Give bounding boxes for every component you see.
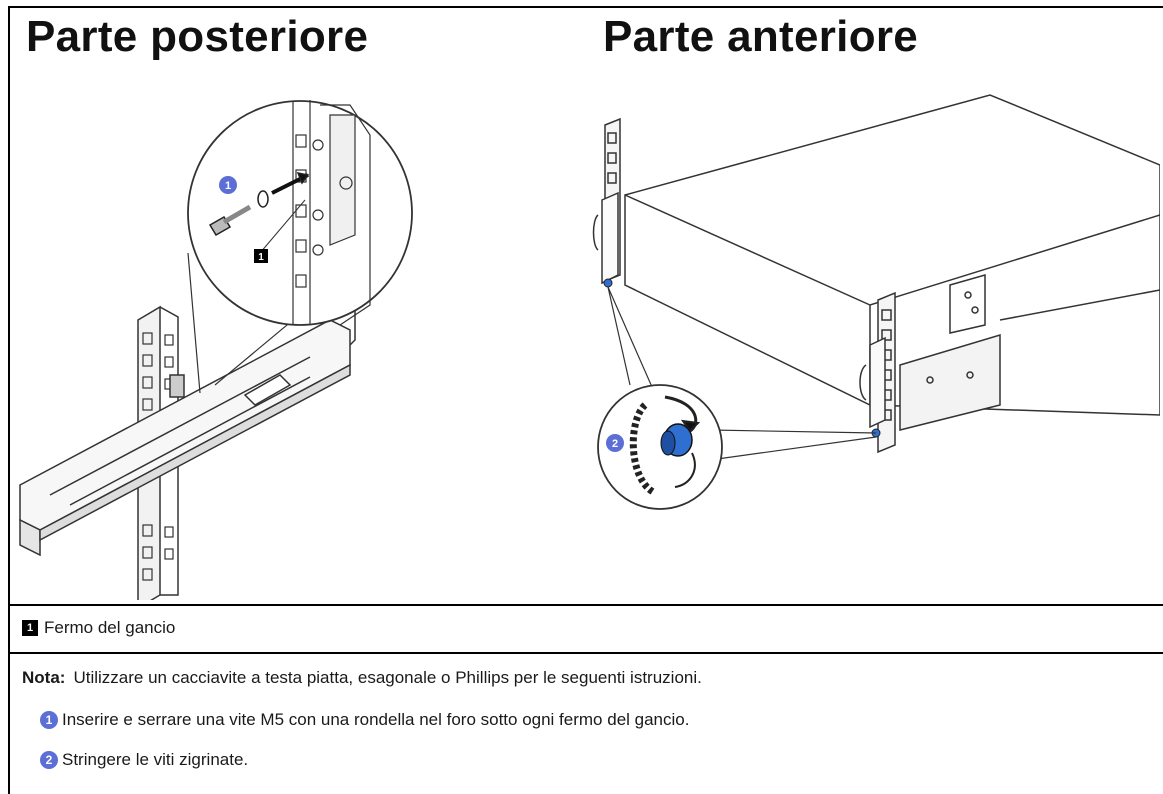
step-2-text: Stringere le viti zigrinate. (62, 750, 249, 769)
step1-marker-number: 1 (225, 180, 231, 192)
step2-marker-number: 2 (612, 438, 618, 450)
step-1-badge: 1 (40, 711, 58, 729)
step-2: 2 Stringere le viti zigrinate. (40, 750, 248, 770)
legend-item: 1 Fermo del gancio (22, 618, 175, 638)
rear-heading: Parte posteriore (26, 12, 369, 61)
rear-screw-assembly (208, 171, 310, 237)
legend-callout-box: 1 (22, 620, 38, 636)
step-1-text: Inserire e serrare una vite M5 con una r… (62, 710, 690, 729)
step-2-badge: 2 (40, 751, 58, 769)
step1-marker-rear (219, 176, 237, 194)
rear-zoom-detail (292, 100, 371, 326)
front-heading: Parte anteriore (603, 12, 919, 61)
hook-callout-box (254, 249, 268, 263)
note-text: Utilizzare un cacciavite a testa piatta,… (73, 668, 702, 687)
front-left-rack-post (592, 117, 621, 285)
front-right-rack-post (859, 291, 896, 454)
rear-slide-rail (19, 308, 356, 557)
server-chassis (624, 94, 1160, 416)
step2-marker-front (606, 434, 624, 452)
front-zoom-detail (629, 395, 701, 497)
note: Nota: Utilizzare un cacciavite a testa pi… (22, 668, 702, 688)
installation-illustration: 1 1 (19, 94, 1160, 600)
notes-frame (8, 654, 1163, 794)
thumbscrew-detail-shadow (660, 430, 676, 456)
legend-label: Fermo del gancio (44, 618, 176, 637)
figure-frame (8, 6, 1163, 606)
step-1: 1 Inserire e serrare una vite M5 con una… (40, 710, 689, 730)
front-side-rail (899, 333, 1001, 431)
front-zoom-lines (607, 286, 877, 461)
legend-row (8, 606, 1163, 654)
rear-zoom-circle (187, 100, 413, 326)
hook-callout-number: 1 (258, 252, 264, 263)
note-label: Nota: (22, 668, 66, 687)
thumbscrew-left (603, 278, 613, 288)
hook-leader-line (259, 199, 306, 254)
